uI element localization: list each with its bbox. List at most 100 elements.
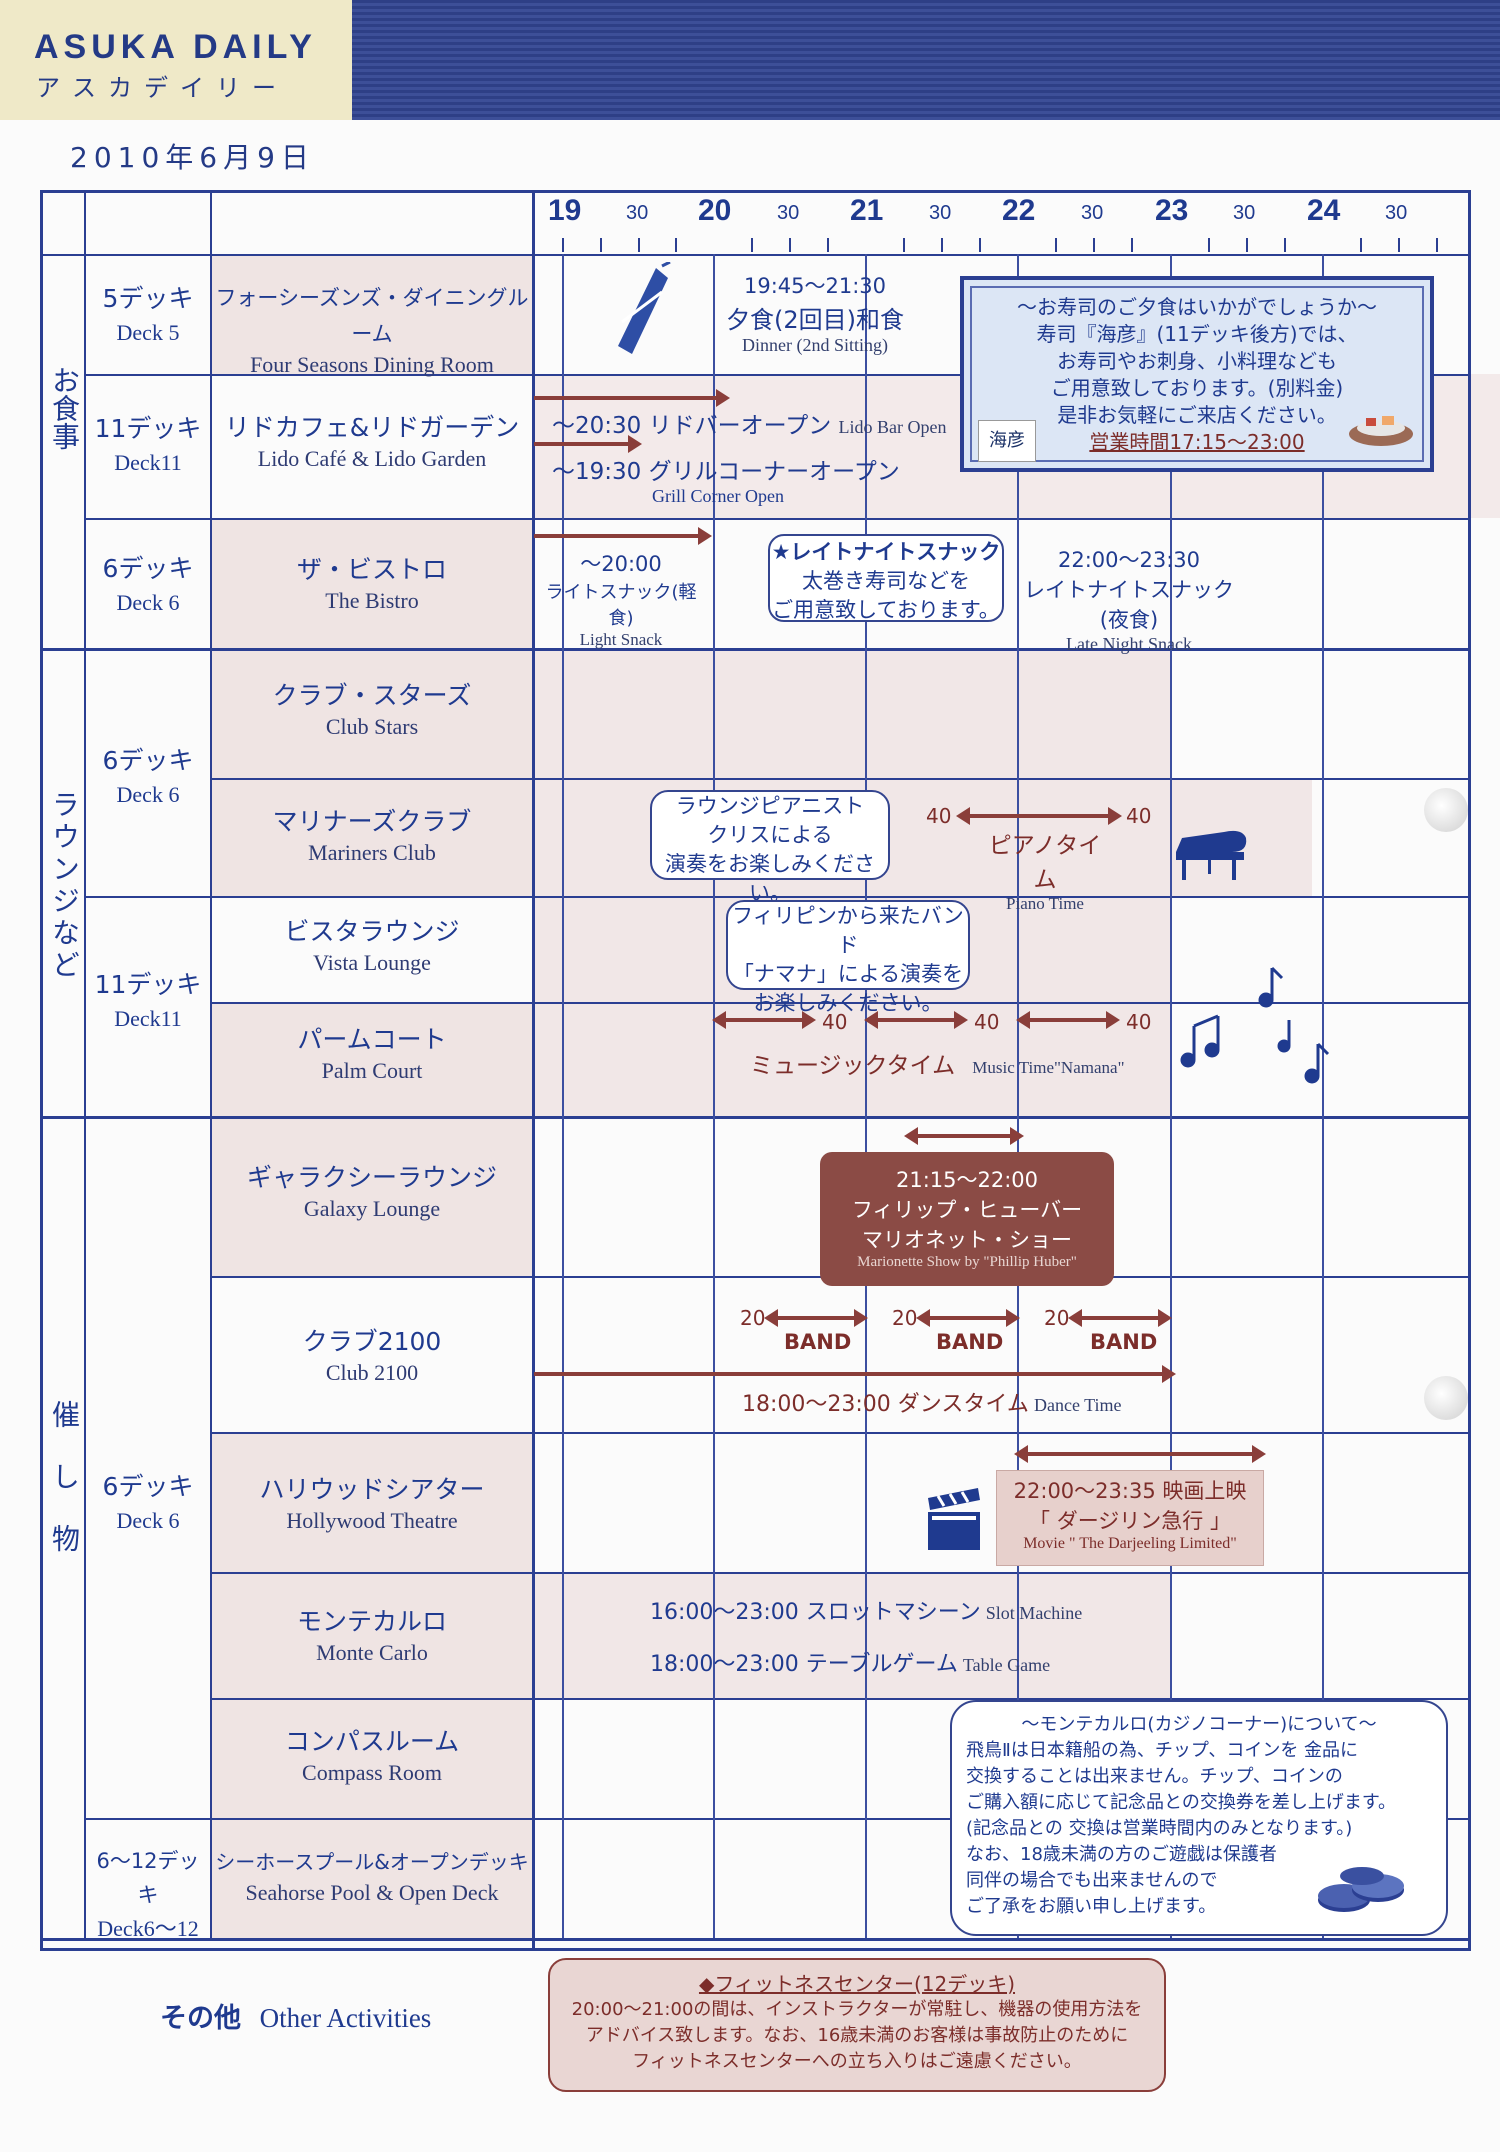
lido-bar-en: Lido Bar Open <box>838 417 947 437</box>
row-line <box>84 518 1471 520</box>
deck-en: Deck 6 <box>116 782 180 807</box>
piano-en: Piano Time <box>1006 894 1084 913</box>
music-en: Music Time"Namana" <box>972 1058 1125 1077</box>
page-date: 2010年6月9日 <box>70 141 315 174</box>
row-line <box>210 1002 1471 1004</box>
movie-time: 22:00〜23:35 映画上映 <box>1013 1479 1247 1503</box>
casino-line: なお、18歳未満の方のご遊戯は保護者 <box>966 1844 1277 1865</box>
piano-icon <box>1172 824 1250 884</box>
late-jp: レイトナイトスナック(夜食) <box>1024 578 1234 632</box>
music-40: 40 <box>974 1010 1000 1034</box>
music-arrow <box>1016 1011 1120 1029</box>
shade-cell <box>210 648 532 778</box>
venue-en: The Bistro <box>325 588 419 613</box>
gridline-23 <box>1170 254 1172 1938</box>
shade-cell <box>210 1116 532 1276</box>
half-label: 30 <box>1233 202 1256 224</box>
lido-bar-event: 〜20:30 リドバーオープン Lido Bar Open <box>552 406 947 440</box>
row-line <box>210 1432 1471 1434</box>
marionette-arrow <box>904 1127 1024 1145</box>
venue-jp: フォーシーズンズ・ダイニングルーム <box>215 286 529 346</box>
slot-event: 16:00〜23:00 スロットマシーン Slot Machine <box>650 1594 1082 1626</box>
sushi-line: ご用意致しております。(別料金) <box>1050 376 1344 400</box>
music-arrow <box>864 1011 968 1029</box>
piano-arrow <box>956 807 1122 825</box>
movie-panel: 22:00〜23:35 映画上映 「 ダージリン急行 」 Movie " The… <box>996 1470 1264 1566</box>
sushi-line: 是非お気軽にご来店ください。 <box>1057 403 1337 427</box>
band-label: BAND <box>936 1330 1004 1354</box>
bubble-line: お楽しみください。 <box>753 991 943 1015</box>
venue-en: Hollywood Theatre <box>286 1508 458 1533</box>
col-line <box>210 190 212 1940</box>
sushi-hours: 営業時間17:15〜23:00 <box>1089 430 1305 454</box>
music-40: 40 <box>822 1010 848 1034</box>
deck-en: Deck 5 <box>116 320 180 345</box>
venue-en: Compass Room <box>302 1760 442 1785</box>
frame-left <box>40 190 43 1950</box>
row-line <box>84 896 1471 898</box>
band-20: 20 <box>1044 1306 1070 1330</box>
light-snack-event: 〜20:00 ライトスナック(軽食) Light Snack <box>536 548 706 650</box>
deck-en: Deck11 <box>114 1006 182 1031</box>
venue-jp: ギャラクシーラウンジ <box>246 1163 497 1192</box>
shade-cell <box>210 1432 532 1572</box>
marionette-jp: マリオネット・ショー <box>862 1228 1072 1252</box>
dinner-jp: 夕食(2回目)和食 <box>726 306 904 334</box>
band-20: 20 <box>740 1306 766 1330</box>
half-label: 30 <box>1081 202 1104 224</box>
sushi-plate-icon <box>1346 404 1416 450</box>
half-label: 30 <box>777 202 800 224</box>
bubble-line: 太巻き寿司などを <box>802 569 970 593</box>
section-line <box>40 648 1471 651</box>
deck-jp: 6デッキ <box>102 1472 194 1501</box>
venue-jp: ビスタラウンジ <box>284 917 460 946</box>
sushi-line: お寿司やお刺身、小料理なども <box>1057 349 1337 373</box>
venue-en: Vista Lounge <box>313 950 431 975</box>
bubble-line: ラウンジピアニスト <box>675 794 865 818</box>
frame-right <box>1468 190 1471 1950</box>
dinner-time: 19:45〜21:30 <box>743 274 887 298</box>
deck-jp: 6デッキ <box>102 554 194 583</box>
row-line <box>210 778 1471 780</box>
col-line <box>532 190 535 1950</box>
music-jp: ミュージックタイム <box>750 1053 956 1079</box>
band-arrow <box>764 1309 868 1327</box>
sushi-note: 〜お寿司のご夕食はいかがでしょうか〜 寿司『海彦』(11デッキ後方)では、 お寿… <box>960 276 1434 472</box>
table-en: Table Game <box>962 1655 1051 1675</box>
table-label: 18:00〜23:00 テーブルゲーム <box>650 1652 958 1677</box>
header-banner <box>0 0 352 120</box>
category-lounge-label: ラウンジなど <box>48 790 81 982</box>
piano-jp: ピアノタイム <box>988 833 1102 893</box>
shade-cell <box>210 1698 532 1818</box>
gridline-21 <box>865 254 867 1938</box>
casino-chips-icon <box>1316 1862 1406 1918</box>
band-arrow <box>916 1309 1020 1327</box>
other-jp: その他 <box>160 2003 241 2034</box>
hour-label: 21 <box>850 194 884 227</box>
venue-en: Club Stars <box>325 714 419 739</box>
marionette-jp: フィリップ・ヒューバー <box>851 1198 1083 1222</box>
late-snack-bubble: ★レイトナイトスナック 太巻き寿司などを ご用意致しております。 <box>768 534 1004 622</box>
venue-jp: クラブ2100 <box>302 1327 442 1356</box>
venue-en: Lido Café & Lido Garden <box>257 446 487 471</box>
pianist-bubble: ラウンジピアニスト クリスによる 演奏をお楽しみください。 <box>650 790 890 905</box>
category-events: 催し物 <box>44 1400 84 1594</box>
section-line <box>40 1116 1471 1119</box>
sushi-title: 〜お寿司のご夕食はいかがでしょうか〜 <box>1017 295 1377 319</box>
deck-en: Deck11 <box>114 450 182 475</box>
grill-label: 〜19:30 グリルコーナーオープン <box>552 459 900 485</box>
row-line <box>84 1818 1471 1820</box>
venue-jp: モンテカルロ <box>296 1607 447 1636</box>
deck-en: Deck 6 <box>116 1508 180 1533</box>
half-label: 30 <box>626 202 649 224</box>
marionette-time: 21:15〜22:00 <box>895 1168 1039 1192</box>
hour-label: 23 <box>1155 194 1189 227</box>
bubble-line: クリスによる <box>707 823 833 847</box>
